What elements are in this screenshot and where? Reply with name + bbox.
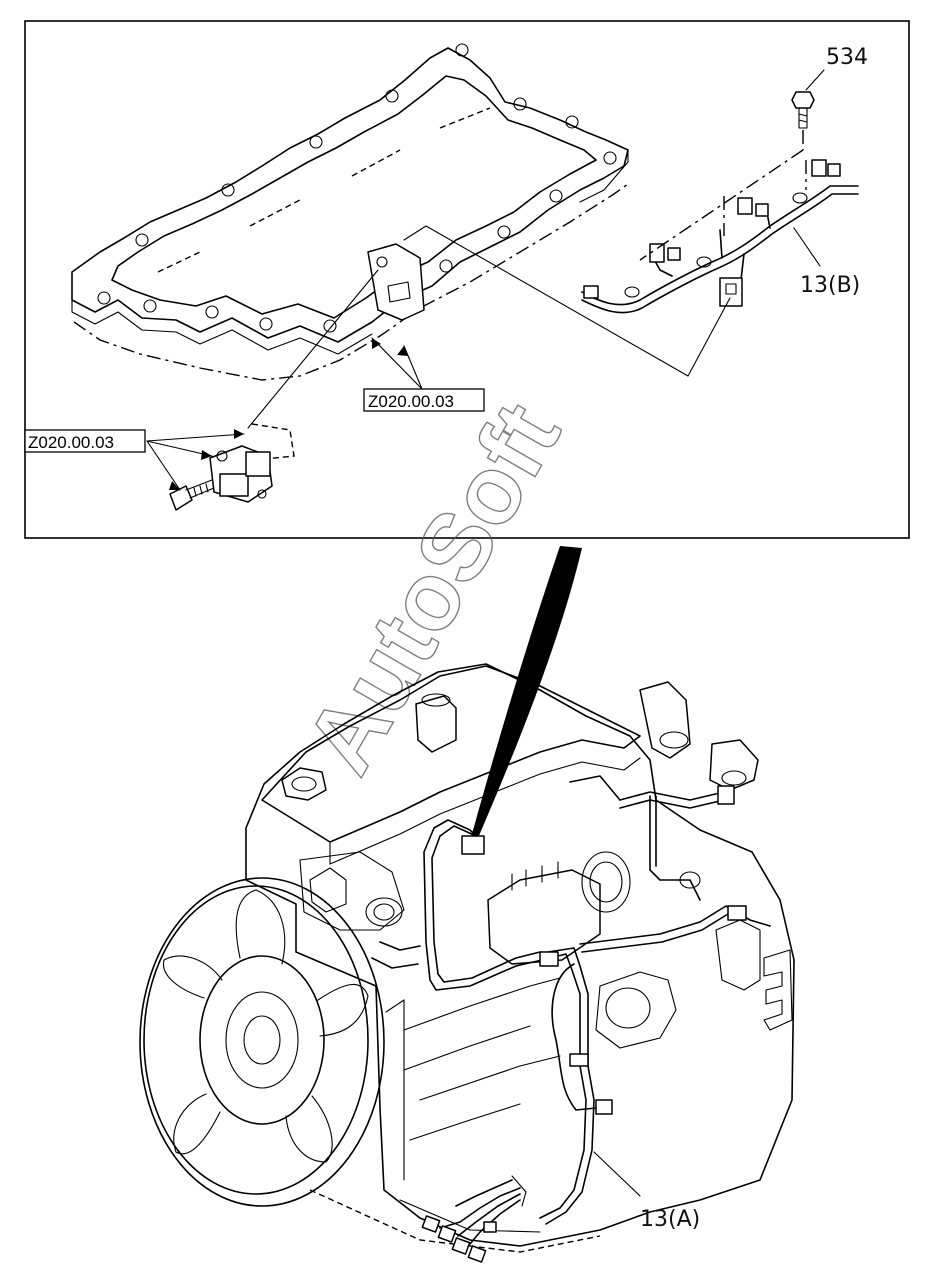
installation-lines [247,149,807,429]
detail-pointer [472,546,582,838]
cooling-fan [139,877,385,1207]
callout-534: 534 [826,45,868,70]
detail-inset-frame [24,20,910,539]
engine-assembly [139,663,795,1253]
harness-13b [581,159,859,314]
gasket-reference[interactable]: Z020.00.03 [363,337,485,412]
callout-13a: 13(A) [640,1207,700,1232]
sensor-ref-label: Z020.00.03 [28,433,114,452]
sensor-bolt [169,479,215,511]
bolt-534 [791,91,815,150]
gasket-ref-label: Z020.00.03 [368,392,454,411]
harness-13a [371,775,771,1263]
head-gasket-frame [71,43,629,381]
position-sensor [209,423,295,503]
sensor-reference[interactable]: Z020.00.03 [24,429,245,491]
callout-13b: 13(B) [800,273,860,298]
